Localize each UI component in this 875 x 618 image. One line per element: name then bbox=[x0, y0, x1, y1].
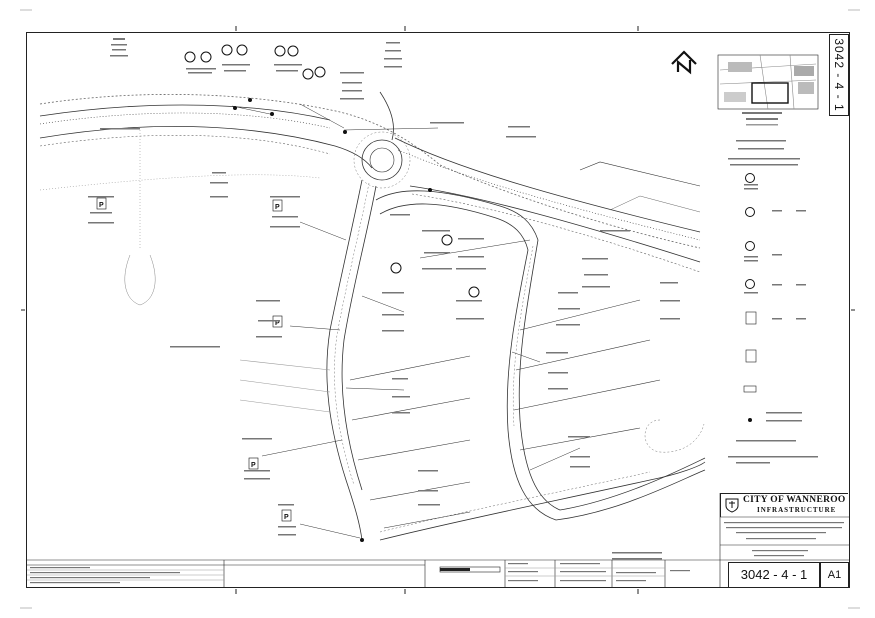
location-key-map bbox=[717, 54, 819, 126]
title-block-faint-text bbox=[30, 522, 844, 584]
organisation-name: CITY OF WANNEROO bbox=[743, 495, 846, 505]
drawing-number: 3042 - 4 - 1 bbox=[728, 562, 820, 588]
department-name: INFRASTRUCTURE bbox=[757, 506, 837, 514]
drawing-border bbox=[26, 32, 850, 588]
north-arrow-icon bbox=[671, 50, 697, 75]
legend bbox=[728, 140, 818, 464]
svg-text:P: P bbox=[275, 320, 280, 327]
parking-sign-icon: P P P P P bbox=[96, 197, 292, 522]
sheet-size: A1 bbox=[820, 562, 849, 588]
sign-callouts: P P P P P bbox=[88, 38, 680, 560]
svg-text:P: P bbox=[275, 204, 280, 211]
svg-text:P: P bbox=[99, 202, 104, 209]
leader-lines bbox=[231, 103, 581, 539]
side-drawing-number: 3042 - 4 - 1 bbox=[832, 38, 846, 112]
no-parking-sign-icon bbox=[184, 44, 480, 298]
access-roads bbox=[124, 130, 706, 541]
registration-ticks bbox=[20, 9, 860, 609]
arterial-road bbox=[39, 91, 701, 273]
side-drawing-number-tab: 3042 - 4 - 1 bbox=[829, 34, 849, 116]
parking-rows bbox=[239, 299, 661, 529]
council-logo-block: CITY OF WANNEROO INFRASTRUCTURE bbox=[720, 493, 848, 517]
council-crest-icon bbox=[725, 498, 739, 513]
svg-text:P: P bbox=[251, 462, 256, 469]
roundabout bbox=[353, 131, 411, 189]
svg-text:P: P bbox=[284, 514, 289, 521]
title-block bbox=[26, 493, 850, 588]
